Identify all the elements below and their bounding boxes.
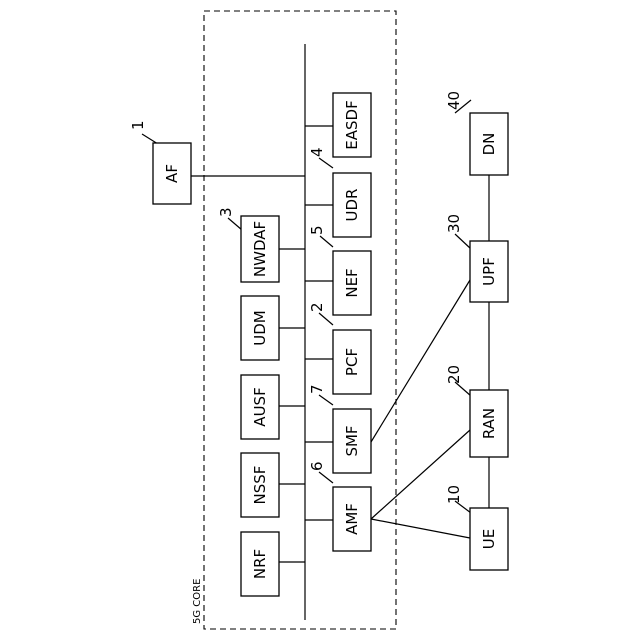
upf-node: UPF <box>470 241 508 302</box>
nef-label: NEF <box>343 268 361 297</box>
core-label: 5G CORE <box>192 579 203 624</box>
smf-label: SMF <box>343 425 361 456</box>
ref-smf: 7 <box>308 384 326 394</box>
nrf-node: NRF <box>241 532 279 596</box>
upf-label: UPF <box>480 257 498 286</box>
udr-label: UDR <box>343 189 361 222</box>
af-label: AF <box>163 164 181 183</box>
ran-node: RAN <box>470 390 508 457</box>
ref-nef: 5 <box>308 225 326 235</box>
ref-udr: 4 <box>308 147 326 157</box>
ref-dn: 40 <box>445 91 463 110</box>
ref-ue: 10 <box>445 485 463 504</box>
ref-af: 1 <box>129 120 147 130</box>
amf-node: AMF <box>333 487 371 551</box>
ref-pcf: 2 <box>308 302 326 312</box>
nwdaf-label: NWDAF <box>251 221 269 277</box>
udr-node: UDR <box>333 173 371 237</box>
pcf-node: PCF <box>333 330 371 394</box>
ref-nwdaf: 3 <box>217 207 235 217</box>
external-links <box>371 175 489 538</box>
dn-label: DN <box>480 133 498 156</box>
udm-node: UDM <box>241 296 279 360</box>
ue-node: UE <box>470 508 508 570</box>
nef-node: NEF <box>333 251 371 315</box>
ref-amf: 6 <box>308 461 326 471</box>
ausf-node: AUSF <box>241 375 279 439</box>
pcf-label: PCF <box>343 348 361 376</box>
ue-label: UE <box>480 529 498 549</box>
dn-node: DN <box>470 113 508 175</box>
ran-label: RAN <box>480 408 498 439</box>
nwdaf-node: NWDAF <box>241 216 279 282</box>
nssf-node: NSSF <box>241 453 279 517</box>
af-node: AF <box>153 143 191 204</box>
ausf-label: AUSF <box>251 387 269 426</box>
easdf-node: EASDF <box>333 93 371 157</box>
ref-upf: 30 <box>445 214 463 233</box>
smf-node: SMF <box>333 409 371 473</box>
nrf-label: NRF <box>251 549 269 579</box>
ref-ran: 20 <box>445 365 463 384</box>
udm-label: UDM <box>251 310 269 345</box>
amf-label: AMF <box>343 503 361 535</box>
easdf-label: EASDF <box>343 100 361 149</box>
nssf-label: NSSF <box>251 466 269 505</box>
